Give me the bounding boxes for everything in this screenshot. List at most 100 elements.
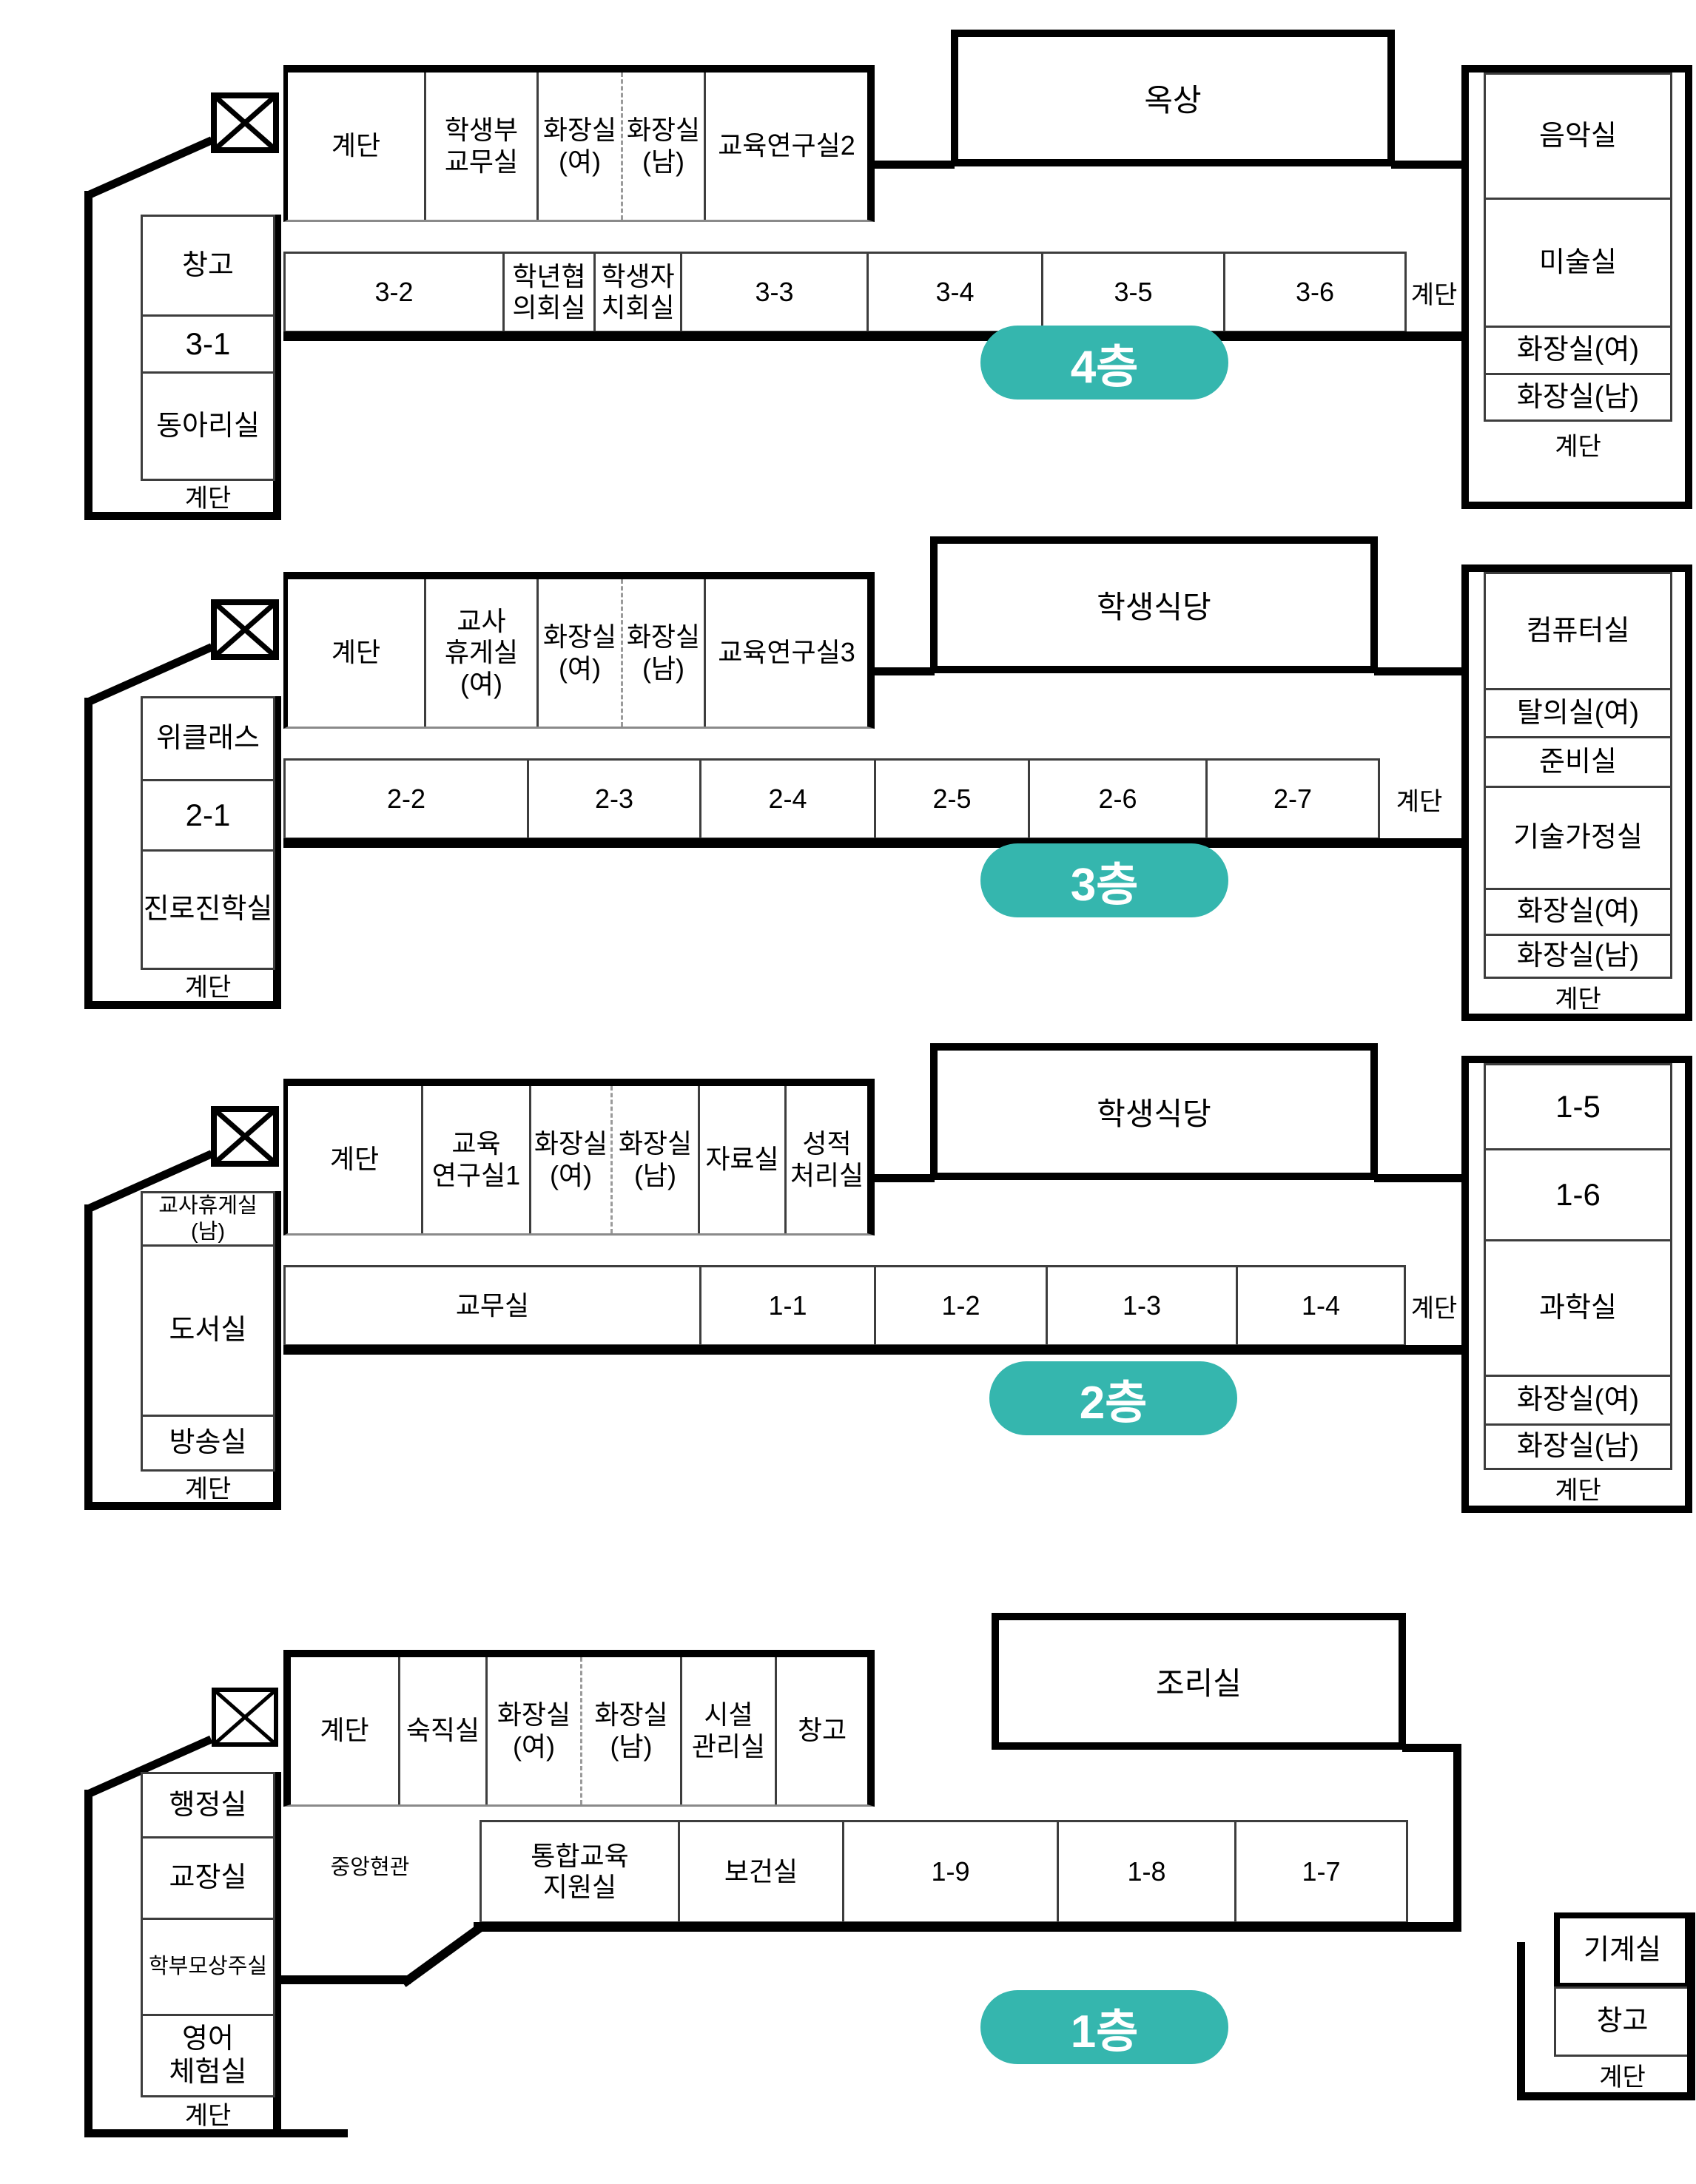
- room: 창고: [1554, 1986, 1691, 2057]
- wall: [283, 1345, 1461, 1355]
- stairs-label: 계단: [1410, 280, 1458, 309]
- wall: [273, 1772, 281, 2137]
- elevator-icon: [211, 1106, 279, 1167]
- stairs-label: 계단: [1555, 1476, 1601, 1505]
- classroom-row: 통합교육 지원실 보건실 1-9 1-8 1-7: [479, 1820, 1408, 1924]
- room: 통합교육 지원실: [531, 1840, 629, 1902]
- stairs-label: 계단: [1410, 1294, 1458, 1323]
- room: 2-5: [874, 761, 1028, 837]
- room: 화장실 (남): [610, 1086, 698, 1233]
- room: 3-2: [374, 276, 414, 307]
- wall: [872, 667, 935, 675]
- room: 2-6: [1028, 761, 1205, 837]
- service-room-row: 계단 숙직실 화장실 (여) 화장실 (남) 시설 관리실 창고: [283, 1650, 875, 1807]
- wall: [84, 698, 92, 1008]
- room: 학생부 교무실: [424, 73, 536, 220]
- wall: [84, 2129, 348, 2137]
- room: 화장실(여): [1484, 1375, 1672, 1426]
- room: 2-7: [1205, 761, 1378, 837]
- stairs-label: 계단: [1555, 432, 1601, 461]
- service-room-row: 계단 교사 휴게실 (여) 화장실 (여) 화장실 (남) 교육연구실3: [283, 572, 875, 729]
- room: 1-2: [874, 1267, 1046, 1344]
- room: 준비실: [1484, 736, 1672, 788]
- room: 학부모상주실: [141, 1918, 275, 2016]
- wall: [872, 161, 955, 169]
- room: 화장실(남): [1484, 934, 1672, 979]
- stairs-label: 계단: [184, 484, 232, 513]
- wall: [474, 1922, 1461, 1932]
- room: 진로진학실: [141, 849, 275, 970]
- classroom-row: 3-2 학년협 의회실 학생자 치회실 3-3 3-4 3-5 3-6: [283, 252, 1407, 333]
- room: 탈의실(여): [1484, 688, 1672, 738]
- room: 1-7: [1234, 1822, 1406, 1921]
- room: 교육 연구실1: [421, 1086, 529, 1233]
- room: 계단: [320, 1715, 369, 1746]
- wall: [84, 1204, 92, 1510]
- floor-badge-4f: 4층: [980, 326, 1228, 400]
- stairs-label: 계단: [1555, 985, 1601, 1014]
- room: 학생자 치회실: [593, 254, 680, 331]
- room: 1-1: [699, 1267, 874, 1344]
- wall: [400, 1923, 484, 1987]
- room: 시설 관리실: [680, 1657, 775, 1804]
- room: 창고: [141, 215, 275, 317]
- floor-3-plan: 위클래스 2-1 진로진학실 계단 계단 교사 휴게실 (여) 화장실 (여) …: [0, 536, 1696, 1043]
- room: 동아리실: [141, 371, 275, 481]
- room: 3-3: [680, 254, 866, 331]
- room: 1-9: [842, 1822, 1057, 1921]
- stairs-label: 계단: [184, 1474, 232, 1503]
- wall: [273, 215, 281, 520]
- room: 화장실 (남): [621, 73, 704, 220]
- classroom-row: 2-2 2-3 2-4 2-5 2-6 2-7: [283, 758, 1380, 840]
- room: 교사 휴게실 (여): [424, 579, 536, 727]
- wall: [84, 1502, 281, 1510]
- room: 교장실: [141, 1836, 275, 1920]
- room: 컴퓨터실: [1484, 572, 1672, 690]
- wall: [1517, 1942, 1525, 2100]
- floor-badge-3f: 3층: [980, 843, 1228, 917]
- room: 숙직실: [398, 1657, 485, 1804]
- wall: [273, 1191, 281, 1510]
- room: 화장실 (남): [621, 579, 704, 727]
- room: 화장실 (여): [485, 1657, 580, 1804]
- floor-badge-1f: 1층: [980, 1990, 1228, 2064]
- wall: [1374, 667, 1461, 675]
- room: 화장실 (남): [580, 1657, 680, 1804]
- service-room-row: 계단 학생부 교무실 화장실 (여) 화장실 (남) 교육연구실2: [283, 65, 875, 222]
- elevator-icon: [212, 1688, 278, 1747]
- room-kitchen: 조리실: [992, 1613, 1406, 1750]
- room: 2-3: [527, 761, 699, 837]
- wall: [276, 1975, 411, 1984]
- room: 화장실(여): [1484, 888, 1672, 936]
- room: 1-6: [1484, 1148, 1672, 1241]
- room: 계단: [329, 1144, 380, 1175]
- wall: [283, 838, 1461, 848]
- room: 2-2: [386, 783, 426, 814]
- room: 위클래스: [141, 696, 275, 781]
- floor-1-plan: 행정실 교장실 학부모상주실 영어 체험실 계단 중앙현관 계단 숙직실 화장실…: [0, 1605, 1696, 2184]
- room: 과학실: [1484, 1239, 1672, 1377]
- room: 학년협 의회실: [502, 254, 593, 331]
- room: 음악실: [1484, 73, 1672, 200]
- floor-4-plan: 창고 3-1 동아리실 계단 계단 학생부 교무실 화장실 (여) 화장실 (남…: [0, 30, 1696, 536]
- wall: [84, 191, 92, 519]
- room: 도서실: [141, 1244, 275, 1417]
- room: 교사휴게실 (남): [141, 1191, 275, 1247]
- wall: [84, 512, 281, 520]
- room: 1-4: [1236, 1267, 1404, 1344]
- room: 3-4: [866, 254, 1041, 331]
- room-machine: 기계실: [1554, 1912, 1691, 1989]
- service-room-row: 계단 교육 연구실1 화장실 (여) 화장실 (남) 자료실 성적 처리실: [283, 1079, 875, 1236]
- wall: [84, 1001, 281, 1009]
- room: 기술가정실: [1484, 786, 1672, 890]
- room: 계단: [331, 130, 381, 161]
- wall: [1687, 1912, 1695, 2100]
- wall: [1517, 2092, 1695, 2100]
- room: 화장실(남): [1484, 1423, 1672, 1470]
- room-cafeteria: 학생식당: [930, 1043, 1378, 1180]
- room-cafeteria: 학생식당: [930, 536, 1378, 673]
- room: 보건실: [678, 1822, 842, 1921]
- room: 2-4: [699, 761, 874, 837]
- stairs-label: 계단: [1599, 2063, 1646, 2092]
- room: 화장실(여): [1484, 326, 1672, 375]
